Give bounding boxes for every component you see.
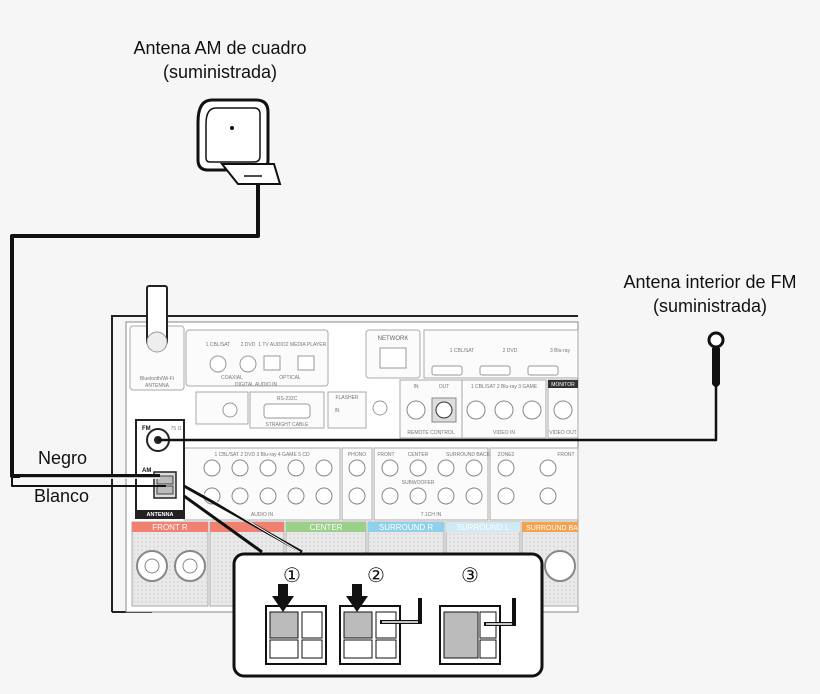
surround-back-color-bar xyxy=(522,522,578,532)
flasher-label: FLASHER xyxy=(335,395,358,401)
network-block: NETWORK xyxy=(365,329,421,379)
cables xyxy=(10,184,718,554)
front-l-color-bar xyxy=(210,522,284,532)
receiver-rear-panel: Bluetooth/Wi-Fi ANTENNA 1 CBL/SAT 2 DVD … xyxy=(111,285,579,613)
step-1-number: ① xyxy=(283,565,301,587)
labels: Antena AM de cuadro (suministrada) Anten… xyxy=(34,38,797,506)
negro-label: Negro xyxy=(38,448,87,468)
remote-in-label: IN xyxy=(414,384,419,390)
hdmi-input-3: 3 Blu-ray xyxy=(550,348,571,354)
video-inputs-label: 1 CBL/SAT 2 Blu-ray 3 GAME xyxy=(471,384,538,390)
flasher-in-label: IN xyxy=(335,408,340,414)
fm-ohm-label: 75 Ω xyxy=(171,426,182,432)
front-color-bar xyxy=(132,522,208,532)
front-zone-label: FRONT xyxy=(557,452,574,458)
digital-audio-in-label: DIGITAL AUDIO IN xyxy=(235,382,278,388)
speaker-surround-back-label: SURROUND BA xyxy=(526,525,578,532)
audio-in-label: AUDIO IN xyxy=(251,512,274,518)
step-3: ③ xyxy=(439,565,516,665)
network-label: NETWORK xyxy=(378,336,409,342)
press-arrow-icon-2 xyxy=(346,584,368,612)
fm-terminal-label: FM xyxy=(142,426,151,432)
subwoofer-label: SUBWOOFER xyxy=(402,480,435,486)
surround-back-in-label: SURROUND BACK xyxy=(446,452,491,458)
am-antenna-subtitle: (suministrada) xyxy=(163,62,277,82)
remote-out-label: OUT xyxy=(439,384,450,390)
audio-inputs-label: 1 CBL/SAT 2 DVD 3 Blu-ray 4 GAME 5 CD xyxy=(214,452,310,458)
bluetooth-label: Bluetooth/Wi-Fi xyxy=(140,376,174,382)
digital-audio-block: 1 CBL/SAT 2 DVD 1 TV AUDIO 2 MEDIA PLAYE… xyxy=(185,329,329,388)
hdmi-input-1: 1 CBL/SAT xyxy=(450,348,475,354)
step-1: ① xyxy=(265,565,327,665)
ch71-in-label: 7.1CH IN xyxy=(421,512,442,518)
antenna-block-label: ANTENNA xyxy=(147,512,174,518)
optical-label: OPTICAL xyxy=(279,375,301,381)
step-3-number: ③ xyxy=(461,565,479,587)
am-antenna-title: Antena AM de cuadro xyxy=(133,38,306,58)
speaker-center-label: CENTER xyxy=(310,523,343,532)
coaxial-label: COAXIAL xyxy=(221,375,243,381)
step-2: ② xyxy=(339,565,422,665)
press-arrow-icon xyxy=(272,584,294,612)
rs232c-block: RS-232C STRAIGHT CABLE FLASHER IN xyxy=(195,391,388,429)
blanco-label: Blanco xyxy=(34,486,89,506)
center-in-label: CENTER xyxy=(408,452,429,458)
monitor-label: MONITOR xyxy=(551,382,575,388)
center-color-bar xyxy=(286,522,366,532)
fm-antenna-title: Antena interior de FM xyxy=(623,272,796,292)
dig-input-2: 2 DVD xyxy=(241,342,256,348)
remote-control-label: REMOTE CONTROL xyxy=(407,430,454,436)
fm-antenna-icon xyxy=(707,331,725,387)
straight-cable-label: STRAIGHT CABLE xyxy=(266,422,310,428)
surround-r-color-bar xyxy=(368,522,444,532)
bluetooth-antenna-block: Bluetooth/Wi-Fi ANTENNA xyxy=(129,285,185,391)
fm-antenna-subtitle: (suministrada) xyxy=(653,296,767,316)
inset-steps-panel: ① ② ③ xyxy=(232,552,544,678)
video-in-block: 1 CBL/SAT 2 Blu-ray 3 GAME VIDEO IN MONI… xyxy=(461,379,579,439)
dig-input-3: 1 TV AUDIO xyxy=(258,342,286,348)
hdmi-input-2: 2 DVD xyxy=(503,348,518,354)
antenna-terminal-block: FM 75 Ω AM ANTENNA xyxy=(135,419,185,519)
audio-in-block: 1 CBL/SAT 2 DVD 3 Blu-ray 4 GAME 5 CD AU… xyxy=(183,447,579,521)
dig-input-1: 1 CBL/SAT xyxy=(206,342,231,348)
front-in-label: FRONT xyxy=(377,452,394,458)
remote-control-block: IN OUT REMOTE CONTROL xyxy=(399,379,463,439)
am-terminal-label: AM xyxy=(142,468,151,474)
zone2-label: ZONE2 xyxy=(498,452,515,458)
video-out-label: VIDEO OUT xyxy=(549,430,577,436)
speaker-surround-l-label: SURROUND L xyxy=(457,523,510,532)
speaker-surround-r-label: SURROUND R xyxy=(379,523,433,532)
video-in-label: VIDEO IN xyxy=(493,430,515,436)
step-2-number: ② xyxy=(367,565,385,587)
bluetooth-antenna-label: ANTENNA xyxy=(145,383,170,389)
hdmi-block: 1 CBL/SAT 2 DVD 3 Blu-ray xyxy=(423,329,579,379)
am-loop-antenna-icon xyxy=(196,98,282,185)
dig-input-4: 2 MEDIA PLAYER xyxy=(286,342,327,348)
rs232c-label: RS-232C xyxy=(277,396,298,402)
phono-label: PHONO xyxy=(348,452,366,458)
speaker-front-r-label: FRONT R xyxy=(152,523,188,532)
